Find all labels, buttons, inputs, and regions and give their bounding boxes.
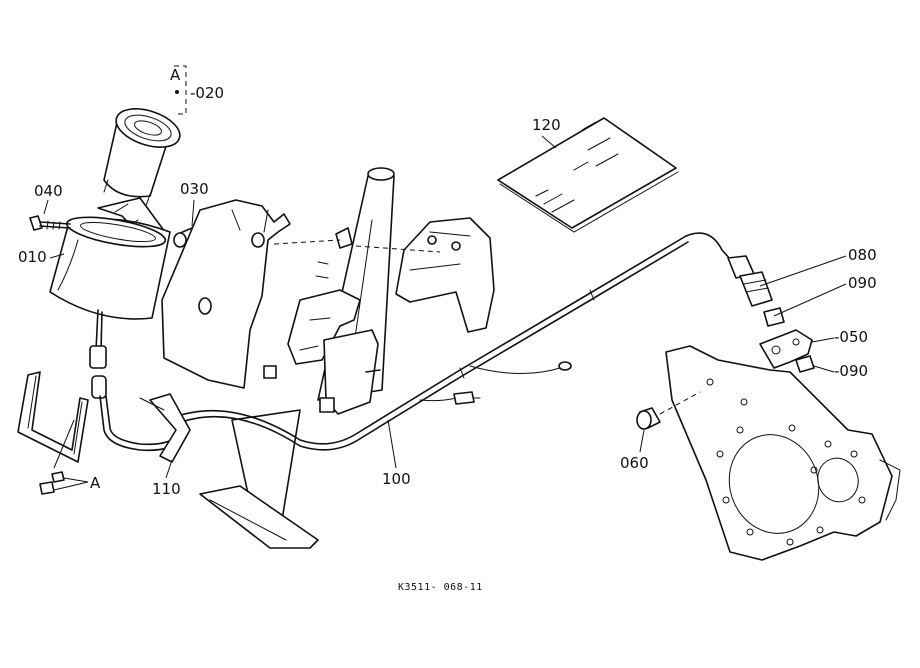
label-080: 080: [848, 246, 877, 264]
label-090-a: 090: [848, 274, 877, 292]
label-120: 120: [532, 116, 561, 134]
bracket-a-top: A -020: [170, 65, 224, 115]
label-010: 010: [18, 248, 47, 266]
drawing-code: K3511- 068-11: [398, 582, 483, 593]
dash-panel: [161, 199, 291, 389]
label-a-top: A: [170, 66, 181, 84]
label-030: 030: [180, 180, 209, 198]
label-a-bottom: A: [90, 474, 101, 492]
label-110: 110: [152, 480, 181, 498]
label-100: 100: [382, 470, 411, 488]
bracket-a-bottom: A: [53, 419, 101, 492]
label-020: -020: [190, 84, 224, 102]
label-060: 060: [620, 454, 649, 472]
label-050: -050: [834, 328, 868, 346]
bolt-040: 040: [29, 182, 71, 231]
cable-110: 110: [99, 393, 191, 498]
column-brackets: [263, 217, 495, 415]
label-040: 040: [34, 182, 63, 200]
speedometer-cable-100: 100: [171, 232, 773, 488]
gauge-assembly: [17, 108, 181, 495]
sensor-fittings: 080 090 -050 -090: [759, 246, 877, 380]
mounting-plate: [665, 345, 901, 561]
label-090-b: -090: [834, 362, 868, 380]
plug-060: 060: [620, 391, 701, 472]
manual-120: 120: [497, 116, 679, 233]
